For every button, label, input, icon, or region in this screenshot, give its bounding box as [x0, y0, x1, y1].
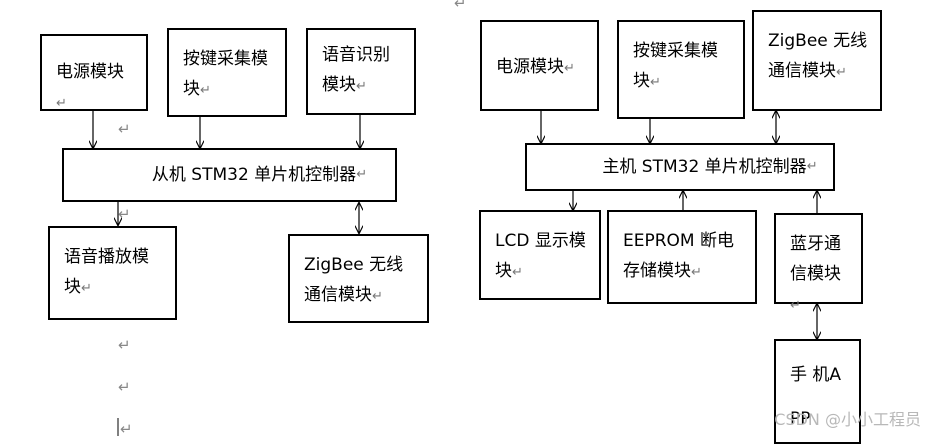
return-mark: ↵ [56, 96, 67, 111]
return-mark: ↵ [200, 83, 211, 98]
return-mark-5: ↵ [120, 420, 133, 438]
return-mark: ↵ [564, 61, 575, 76]
master-keys-module: 按键采集模块↵ [617, 20, 745, 119]
master-controller-label: 主机 STM32 单片机控制器 [602, 157, 807, 177]
return-mark-top: ↵ [454, 0, 467, 12]
master-lcd-module: LCD 显示模块↵ [479, 210, 601, 300]
master-zigbee-label: ZigBee 无线通信模块 [768, 31, 868, 81]
master-zigbee-module: ZigBee 无线通信模块↵ [752, 10, 882, 111]
return-mark: ↵ [81, 281, 92, 296]
csdn-watermark: CSDN @小小工程员 [774, 410, 921, 429]
slave-keys-module: 按键采集模块↵ [167, 28, 287, 117]
return-mark: ↵ [806, 159, 818, 174]
slave-voice-play-label: 语音播放模块 [64, 247, 149, 297]
slave-controller-label: 从机 STM32 单片机控制器 [151, 165, 357, 185]
slave-zigbee-module: ZigBee 无线通信模块↵ [288, 234, 429, 323]
master-power-label: 电源模块 [496, 57, 564, 77]
slave-voice-rec-label: 语音识别模块 [322, 45, 390, 95]
return-mark: ↵ [512, 265, 523, 280]
slave-stm32-controller: 从机 STM32 单片机控制器↵ [62, 148, 397, 202]
master-stm32-controller: 主机 STM32 单片机控制器↵ [525, 143, 835, 191]
master-bluetooth-module: 蓝牙通信模块 ↵ [774, 213, 863, 313]
slave-power-module: 电源模块 ↵ [40, 34, 148, 111]
master-eeprom-label: EEPROM 断电存储模块 [623, 231, 734, 281]
return-mark: ↵ [372, 289, 383, 304]
master-keys-label: 按键采集模块 [633, 41, 718, 91]
return-mark: ↵ [650, 75, 661, 90]
slave-voice-playback-module: 语音播放模块↵ [48, 226, 177, 320]
phone-app-label: 手 机APP [790, 365, 842, 429]
slave-zigbee-label: ZigBee 无线通信模块 [304, 255, 404, 305]
master-eeprom-module: EEPROM 断电存储模块↵ [607, 210, 757, 304]
master-power-module: 电源模块↵ [480, 20, 599, 111]
return-mark: ↵ [356, 167, 368, 182]
slave-power-label: 电源模块 [56, 62, 124, 82]
master-lcd-label: LCD 显示模块 [495, 231, 586, 281]
return-mark: ↵ [691, 265, 702, 280]
slave-keys-label: 按键采集模块 [183, 49, 268, 99]
master-bluetooth-label: 蓝牙通信模块 [790, 234, 841, 284]
slave-voice-recognition-module: 语音识别模块↵ [306, 28, 416, 115]
return-mark-2: ↵ [118, 205, 131, 223]
return-mark: ↵ [836, 65, 847, 80]
return-mark-1: ↵ [118, 120, 131, 138]
return-mark-4: ↵ [118, 378, 131, 396]
return-mark-3: ↵ [118, 336, 131, 354]
return-mark: ↵ [790, 298, 801, 313]
return-mark: ↵ [356, 79, 367, 94]
